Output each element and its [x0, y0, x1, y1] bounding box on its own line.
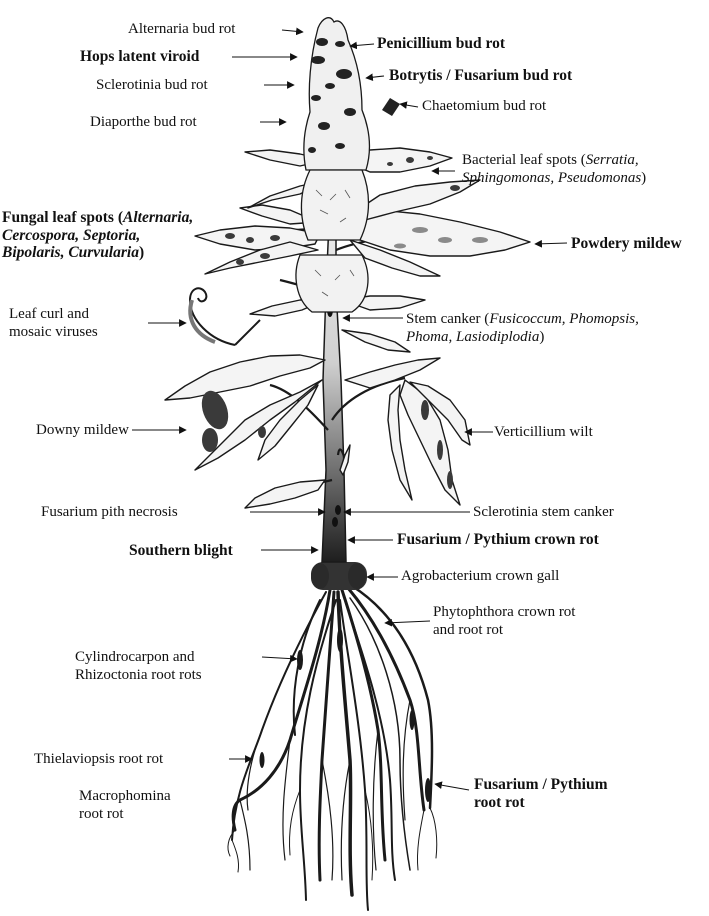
- label-bacterial-leaf-spots: Bacterial leaf spots (Serratia, Sphingom…: [462, 152, 647, 186]
- label-macrophomina-root-rot: Macrophomina root rot: [79, 788, 171, 822]
- label-diaporthe-bud-rot: Diaporthe bud rot: [90, 114, 197, 130]
- bud-trichome-marks: [314, 189, 355, 297]
- cola-buds: [295, 17, 371, 313]
- label-fusarium-pith-necrosis: Fusarium pith necrosis: [41, 504, 178, 520]
- leaves: [164, 147, 531, 509]
- label-penicillium-bud-rot: Penicillium bud rot: [377, 35, 506, 52]
- curled-leaf: [188, 287, 261, 346]
- root-system: [227, 584, 438, 911]
- label-sclerotinia-bud-rot: Sclerotinia bud rot: [96, 77, 208, 93]
- leaf-lesions: [201, 156, 460, 489]
- label-fusarium-pythium-root-rot: Fusarium / Pythium root rot: [474, 776, 608, 811]
- bud-rot-spots: [308, 38, 400, 153]
- label-agrobacterium-crown-gall: Agrobacterium crown gall: [401, 568, 560, 584]
- powdery-mildew-patches: [394, 227, 488, 249]
- label-southern-blight: Southern blight: [129, 542, 233, 559]
- label-powdery-mildew: Powdery mildew: [571, 235, 682, 252]
- label-fungal-leaf-spots: Fungal leaf spots (Alternaria, Cercospor…: [2, 209, 194, 261]
- label-hops-latent-viroid: Hops latent viroid: [80, 48, 200, 65]
- label-sclerotinia-stem-canker: Sclerotinia stem canker: [473, 504, 614, 520]
- label-phytophthora-crown-root-rot: Phytophthora crown rot and root rot: [433, 604, 576, 638]
- label-cylindrocarpon-rhizoctonia: Cylindrocarpon and Rhizoctonia root rots: [75, 649, 202, 683]
- label-leaf-curl-mosaic: Leaf curl and mosaic viruses: [9, 306, 98, 340]
- pointer-lines: [132, 27, 568, 791]
- label-alternaria-bud-rot: Alternaria bud rot: [128, 21, 236, 37]
- label-botrytis-fusarium-bud-rot: Botrytis / Fusarium bud rot: [389, 67, 573, 84]
- label-fusarium-pythium-crown-rot: Fusarium / Pythium crown rot: [397, 531, 599, 548]
- label-stem-canker: Stem canker (Fusicoccum, Phomopsis, Phom…: [406, 311, 639, 345]
- label-downy-mildew: Downy mildew: [36, 422, 129, 438]
- label-thielaviopsis-root-rot: Thielaviopsis root rot: [34, 751, 164, 767]
- root-lesions: [259, 628, 431, 802]
- label-chaetomium-bud-rot: Chaetomium bud rot: [422, 98, 547, 114]
- label-verticillium-wilt: Verticillium wilt: [494, 424, 593, 440]
